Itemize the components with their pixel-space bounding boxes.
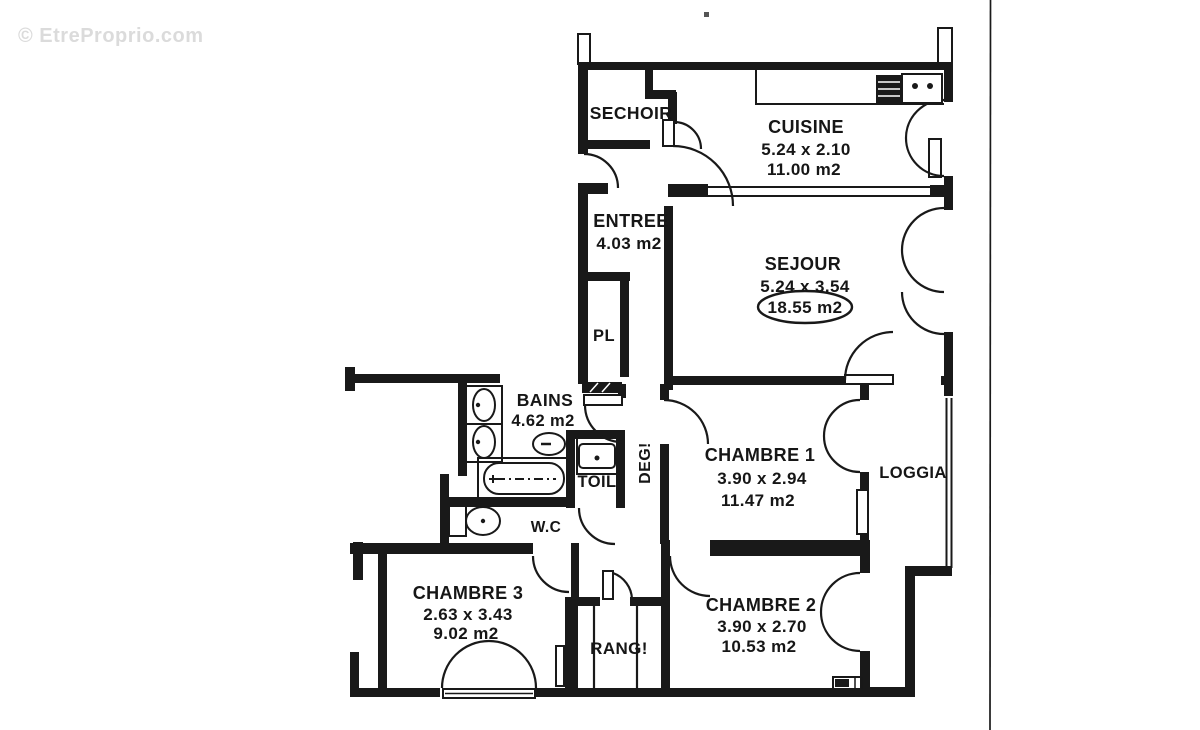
toil-basin-cabinet (576, 437, 618, 475)
entrance-door-arc (583, 152, 620, 189)
label-chambre3-dims: 2.63 x 3.43 (423, 605, 512, 624)
partition-divider (672, 186, 945, 197)
toilet-tank-icon (448, 504, 467, 537)
label-chambre1-area: 11.47 m2 (721, 491, 795, 510)
chambre3-french-door-arc (488, 639, 538, 689)
label-chambre2-area: 10.53 m2 (721, 637, 796, 656)
loggia-door-arc (843, 330, 894, 381)
window (856, 489, 869, 535)
label-loggia: LOGGIA (879, 464, 946, 482)
label-chambre1: CHAMBRE 1 (705, 445, 816, 465)
chambre2-loggia-door-arc (819, 611, 861, 653)
hatched-threshold (582, 382, 622, 393)
label-rang: RANG! (590, 639, 648, 658)
toil-door-arc (577, 507, 616, 546)
label-toil: TOIL (578, 473, 617, 491)
bains-door-arc (583, 404, 623, 444)
sejour-window-door-arc (900, 249, 945, 294)
rang-door-arc (612, 571, 634, 600)
label-deg: DEG! (637, 442, 654, 484)
chambre1-loggia-door-arc (822, 435, 861, 474)
label-sejour-dims: 5.24 x 3.54 (760, 277, 850, 296)
threshold (832, 676, 869, 690)
sejour-window-door-arc (900, 291, 945, 336)
sechoir-door-arc (673, 120, 703, 150)
entrance-door-leaf (578, 183, 608, 194)
kitchen-sink-icon (901, 73, 943, 104)
wall-stub-top-left (577, 33, 591, 65)
chambre1-loggia-door-arc (822, 398, 861, 437)
bidet-icon (532, 432, 566, 456)
sejour-area-ellipse (756, 289, 854, 325)
watermark-text: © EtreProprio.com (18, 25, 204, 47)
label-entree: ENTREE (593, 211, 668, 231)
label-pl: PL (593, 327, 615, 345)
label-bains: BAINS (517, 390, 573, 410)
wall-stub-top-right (937, 27, 953, 65)
washbasin-icon (472, 388, 496, 422)
sejour-window-door-arc (900, 206, 945, 251)
label-sejour-area: 18.55 m2 (767, 298, 842, 317)
label-cuisine-area: 11.00 m2 (767, 160, 841, 179)
chambre3-french-door-arc (440, 639, 490, 689)
kitchen-counter (755, 70, 944, 105)
label-sejour: SEJOUR (765, 254, 841, 274)
chambre3-door-arc (531, 555, 570, 594)
label-bains-area: 4.62 m2 (511, 412, 574, 430)
label-cuisine: CUISINE (768, 117, 844, 137)
bathtub-icon (483, 462, 565, 495)
room-labels: SECHOIR CUISINE 5.24 x 2.10 11.00 m2 ENT… (413, 103, 947, 658)
label-chambre2: CHAMBRE 2 (706, 595, 817, 615)
boundary-line (989, 0, 992, 730)
door-arcs (440, 98, 945, 689)
walls (345, 27, 953, 697)
chambre1-door-arc (663, 398, 710, 445)
toil-basin-icon (578, 443, 616, 469)
door-leaf (583, 394, 623, 406)
door-leaf (844, 374, 894, 385)
entree-door-arc (672, 144, 735, 207)
label-wc: W.C (531, 519, 561, 536)
threshold (442, 688, 536, 699)
fixtures (442, 70, 944, 699)
plan-mark (704, 12, 709, 17)
pilaster (555, 645, 565, 687)
cuisine-window-door-arc (904, 137, 945, 178)
label-sechoir: SECHOIR (590, 103, 673, 123)
chambre2-loggia-door-arc (819, 571, 861, 613)
label-chambre3-area: 9.02 m2 (433, 624, 498, 643)
toilet-bowl-icon (465, 506, 501, 536)
door-leaf (662, 119, 675, 147)
label-cuisine-dims: 5.24 x 2.10 (761, 140, 850, 159)
chambre2-door-arc (668, 555, 711, 598)
door-leaf (602, 570, 614, 600)
label-chambre3: CHAMBRE 3 (413, 583, 524, 603)
bathtub-enclosure (477, 457, 571, 501)
door-leaf (928, 138, 942, 178)
cuisine-window-door-arc (904, 98, 945, 139)
label-chambre1-dims: 3.90 x 2.94 (717, 469, 807, 488)
label-chambre2-dims: 3.90 x 2.70 (717, 617, 806, 636)
label-entree-area: 4.03 m2 (596, 234, 661, 253)
